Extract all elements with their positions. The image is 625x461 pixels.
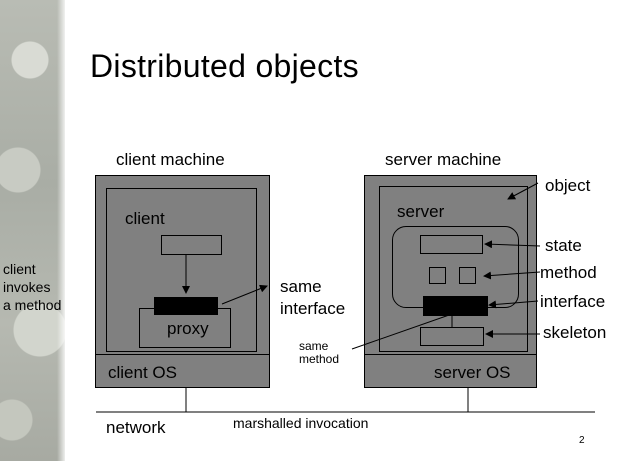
method-box-2	[459, 267, 476, 284]
interface-annotation: interface	[540, 292, 606, 311]
proxy-label: proxy	[167, 319, 209, 338]
server-machine: server server OS	[364, 175, 537, 388]
proxy-interface-block	[154, 297, 218, 315]
server-process-label: server	[397, 202, 445, 221]
client-code-box	[161, 235, 222, 255]
server-machine-label: server machine	[385, 150, 502, 169]
server-os-label: server OS	[434, 363, 511, 382]
server-interface-block	[423, 296, 488, 316]
same-interface-line-2: interface	[280, 299, 346, 318]
same-method-line-1: same	[299, 339, 329, 353]
client-os-bar	[96, 354, 269, 388]
page-number: 2	[579, 435, 585, 446]
method-box-1	[429, 267, 446, 284]
method-annotation: method	[540, 263, 597, 282]
client-process-box	[106, 188, 257, 352]
server-object-box	[379, 186, 528, 352]
object-annotation: object	[545, 176, 591, 195]
client-os-label: client OS	[108, 363, 177, 382]
client-invokes-line-3: a method	[3, 297, 62, 313]
client-invokes-line-1: client	[3, 261, 36, 277]
client-machine-label: client machine	[116, 150, 225, 169]
same-interface-line-1: same	[280, 277, 322, 296]
state-annotation: state	[545, 236, 582, 255]
state-box	[420, 235, 483, 254]
client-machine: client proxy client OS	[95, 175, 270, 388]
same-interface-annotation: same interface	[280, 276, 345, 320]
decorative-texture-strip	[0, 0, 65, 461]
same-method-annotation: same method	[299, 340, 339, 366]
marshalled-invocation-label: marshalled invocation	[233, 415, 369, 431]
skeleton-box	[420, 327, 484, 346]
client-invokes-line-2: invokes	[3, 279, 51, 295]
slide-title: Distributed objects	[90, 48, 359, 84]
server-os-bar	[365, 354, 536, 388]
skeleton-annotation: skeleton	[543, 323, 607, 342]
client-invokes-annotation: client invokes a method	[3, 260, 61, 314]
same-method-line-2: method	[299, 352, 340, 366]
client-process-label: client	[125, 209, 165, 228]
network-label: network	[106, 418, 166, 437]
